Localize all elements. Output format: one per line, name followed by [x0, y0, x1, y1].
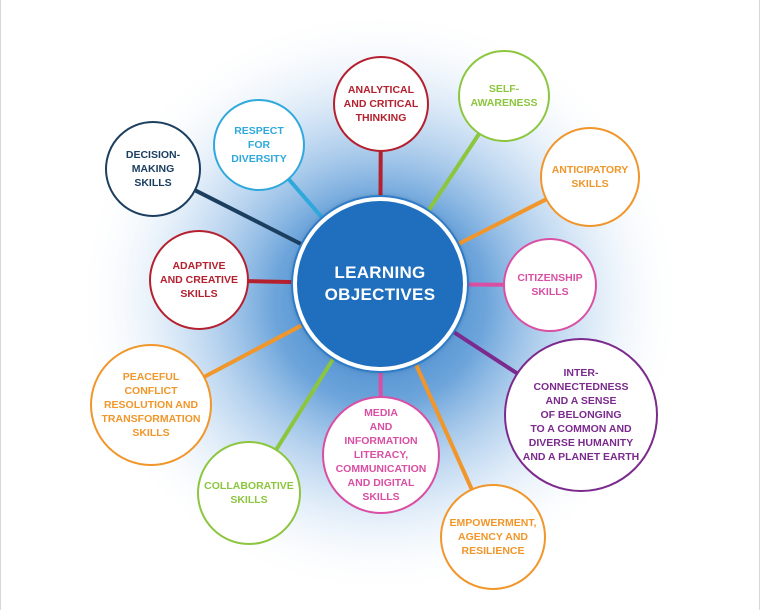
node-label-analytical-critical-thinking: ANALYTICAL AND CRITICAL THINKING — [343, 84, 419, 124]
node-empowerment-agency-resilience: EMPOWERMENT, AGENCY AND RESILIENCE — [440, 484, 546, 590]
connector-empowerment-agency-resilience — [412, 360, 474, 491]
node-adaptive-creative-skills: ADAPTIVE AND CREATIVE SKILLS — [149, 230, 249, 330]
node-interconnectedness: INTER- CONNECTEDNESS AND A SENSE OF BELO… — [504, 338, 658, 492]
connector-decision-making-skills — [193, 188, 306, 248]
connector-anticipatory-skills — [454, 197, 548, 248]
node-respect-for-diversity: RESPECT FOR DIVERSITY — [213, 99, 305, 191]
node-anticipatory-skills: ANTICIPATORY SKILLS — [540, 127, 640, 227]
connector-lines — [193, 132, 548, 491]
connector-respect-for-diversity — [286, 177, 326, 222]
node-label-respect-for-diversity: RESPECT FOR DIVERSITY — [231, 125, 287, 165]
node-label-collaborative-skills: COLLABORATIVE SKILLS — [204, 480, 294, 506]
node-label-self-awareness: SELF- AWARENESS — [470, 83, 538, 109]
node-decision-making-skills: DECISION- MAKING SKILLS — [105, 121, 201, 217]
node-peaceful-conflict-resolution: PEACEFUL CONFLICT RESOLUTION AND TRANSFO… — [90, 344, 212, 466]
node-label-adaptive-creative-skills: ADAPTIVE AND CREATIVE SKILLS — [160, 260, 238, 300]
node-label-media-information-literacy: MEDIA AND INFORMATION LITERACY, COMMUNIC… — [335, 407, 427, 503]
node-label-peaceful-conflict-resolution: PEACEFUL CONFLICT RESOLUTION AND TRANSFO… — [101, 371, 201, 439]
node-label-empowerment-agency-resilience: EMPOWERMENT, AGENCY AND RESILIENCE — [449, 517, 537, 557]
node-label-citizenship-skills: CITIZENSHIP SKILLS — [517, 272, 583, 298]
node-citizenship-skills: CITIZENSHIP SKILLS — [503, 238, 597, 332]
node-analytical-critical-thinking: ANALYTICAL AND CRITICAL THINKING — [333, 56, 429, 152]
connector-peaceful-conflict-resolution — [203, 321, 306, 379]
connector-collaborative-skills — [274, 354, 337, 451]
node-self-awareness: SELF- AWARENESS — [458, 50, 550, 142]
connector-adaptive-creative-skills — [247, 279, 296, 285]
node-label-anticipatory-skills: ANTICIPATORY SKILLS — [551, 164, 629, 190]
node-media-information-literacy: MEDIA AND INFORMATION LITERACY, COMMUNIC… — [322, 396, 440, 514]
node-collaborative-skills: COLLABORATIVE SKILLS — [197, 441, 301, 545]
learning-objectives-hub: LEARNING OBJECTIVES — [293, 197, 467, 371]
learning-objectives-label: LEARNING OBJECTIVES — [324, 263, 436, 304]
connector-interconnectedness — [450, 328, 519, 376]
connector-self-awareness — [425, 132, 481, 215]
node-label-interconnectedness: INTER- CONNECTEDNESS AND A SENSE OF BELO… — [522, 367, 640, 463]
node-label-decision-making-skills: DECISION- MAKING SKILLS — [125, 149, 181, 189]
